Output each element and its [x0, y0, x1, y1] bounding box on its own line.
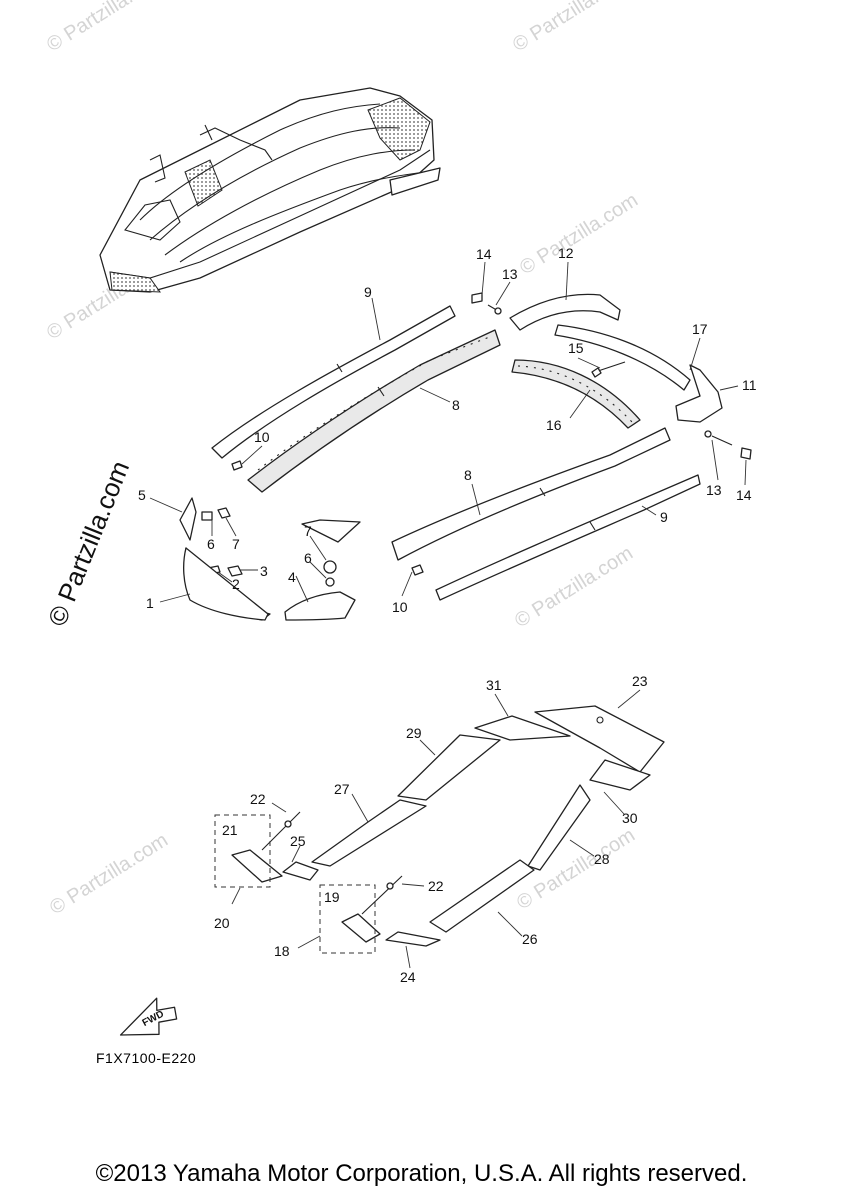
- callout-27: 27: [334, 781, 350, 797]
- callout-21: 21: [222, 822, 238, 838]
- callout-7-left: 7: [232, 536, 240, 552]
- callouts: 9 14 13 12 17 15 11 16 8 10 13 14 8 9 10…: [138, 245, 757, 985]
- callout-24: 24: [400, 969, 416, 985]
- fwd-arrow: FWD: [119, 997, 178, 1036]
- callout-15: 15: [568, 340, 584, 356]
- callout-28: 28: [594, 851, 610, 867]
- callout-26: 26: [522, 931, 538, 947]
- callout-12: 12: [558, 245, 574, 261]
- callout-9-lower: 9: [660, 509, 668, 525]
- callout-4: 4: [288, 569, 296, 585]
- callout-10-upper: 10: [254, 429, 270, 445]
- callout-20: 20: [214, 915, 230, 931]
- mat-parts: [214, 705, 665, 954]
- callout-19: 19: [324, 889, 340, 905]
- copyright-notice: ©2013 Yamaha Motor Corporation, U.S.A. A…: [95, 1160, 748, 1187]
- callout-3: 3: [260, 563, 268, 579]
- watercraft-overview: [99, 87, 441, 293]
- kit-box-20: [214, 814, 271, 888]
- front-trim-parts: [179, 497, 361, 621]
- callout-13-top: 13: [502, 266, 518, 282]
- kit-box-18: [319, 884, 376, 954]
- watermark-1: © Partzilla.com: [43, 0, 169, 56]
- callout-25: 25: [290, 833, 306, 849]
- callout-14-right: 14: [736, 487, 752, 503]
- callout-30: 30: [622, 810, 638, 826]
- callout-6-center: 6: [304, 550, 312, 566]
- callout-5: 5: [138, 487, 146, 503]
- callout-9-upper: 9: [364, 284, 372, 300]
- callout-18: 18: [274, 943, 290, 959]
- callout-6-left: 6: [207, 536, 215, 552]
- watermark-side: © Partzilla.com: [42, 457, 135, 631]
- callout-22-right: 22: [428, 878, 444, 894]
- callout-11: 11: [742, 377, 757, 393]
- watermark-2: © Partzilla.com: [509, 0, 635, 56]
- callout-14-top: 14: [476, 246, 492, 262]
- callout-16: 16: [546, 417, 562, 433]
- callout-17: 17: [692, 321, 708, 337]
- callout-7-center: 7: [304, 523, 312, 539]
- callout-10-lower: 10: [392, 599, 408, 615]
- callout-29: 29: [406, 725, 422, 741]
- callout-2: 2: [232, 576, 240, 592]
- leader-lines: [149, 261, 747, 969]
- callout-23: 23: [632, 673, 648, 689]
- callout-13-right: 13: [706, 482, 722, 498]
- diagram-code: F1X7100-E220: [96, 1050, 197, 1066]
- callout-8-upper: 8: [452, 397, 460, 413]
- gunwale-parts: [211, 292, 752, 601]
- callout-1: 1: [146, 595, 154, 611]
- watermark-6: © Partzilla.com: [46, 829, 172, 919]
- watermark-4: © Partzilla.com: [516, 189, 642, 279]
- callout-22-left: 22: [250, 791, 266, 807]
- callout-8-lower: 8: [464, 467, 472, 483]
- callout-31: 31: [486, 677, 502, 693]
